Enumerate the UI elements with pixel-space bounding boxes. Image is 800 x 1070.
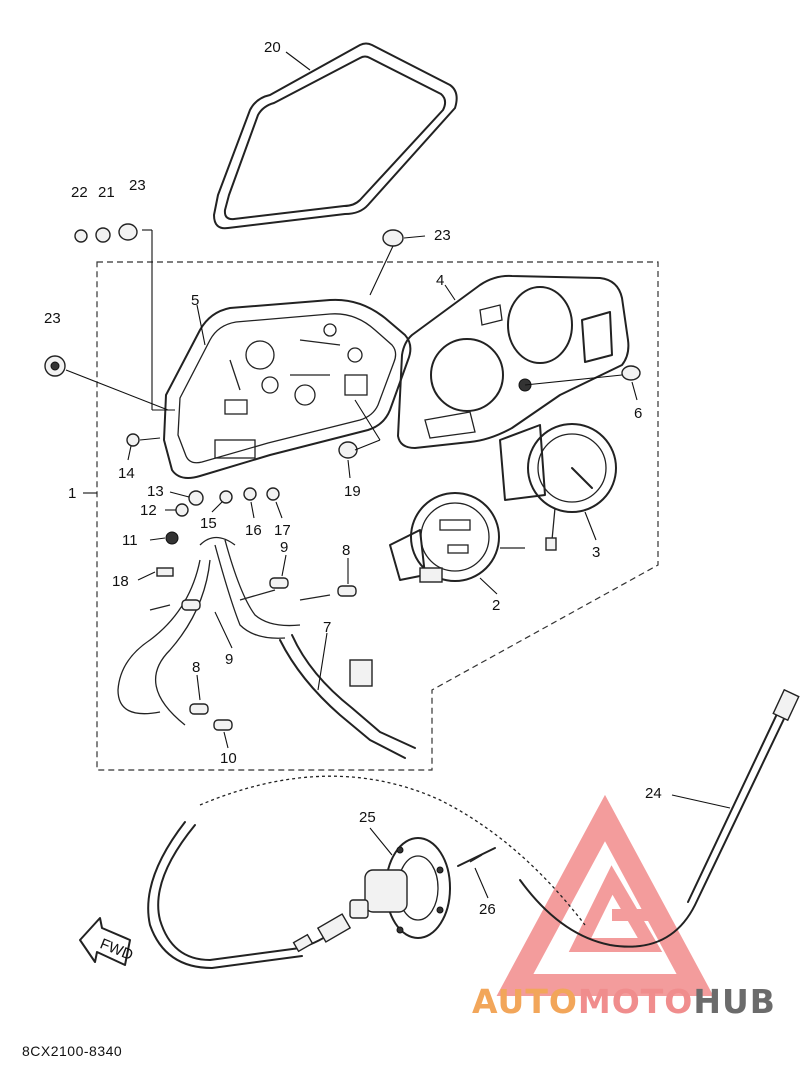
- watermark-logo-icon: [496, 794, 714, 996]
- callout-8-top: 8: [342, 542, 350, 559]
- screw-11: [165, 531, 179, 545]
- bulb-9-top: [269, 577, 289, 589]
- speedometer-gear-unit: [349, 837, 451, 939]
- brand-part-hub: HUB: [693, 982, 776, 1021]
- screw-14: [126, 433, 140, 447]
- callout-20: 20: [264, 39, 281, 56]
- washer-16: [243, 487, 257, 501]
- callout-8-low: 8: [192, 659, 200, 676]
- bulb-8-top: [337, 585, 357, 597]
- washer-12: [175, 503, 189, 517]
- reference-code: 8CX2100-8340: [22, 1043, 123, 1059]
- callout-19: 19: [344, 483, 361, 500]
- callout-13: 13: [147, 483, 164, 500]
- callout-14: 14: [118, 465, 135, 482]
- callout-9-top: 9: [280, 539, 288, 556]
- collar-13: [188, 490, 204, 506]
- meter-panel: [397, 274, 630, 449]
- callout-7: 7: [323, 619, 331, 636]
- assembly-boundary: [96, 261, 659, 771]
- brand-part-moto: MOTO: [577, 982, 694, 1021]
- tachometer: [499, 423, 617, 551]
- callout-6: 6: [634, 405, 642, 422]
- nut-17: [266, 487, 280, 501]
- callout-10: 10: [220, 750, 237, 767]
- meter-case: [163, 298, 412, 479]
- callout-15: 15: [200, 515, 217, 532]
- callout-1: 1: [68, 485, 76, 502]
- brand-part-auto: AUTO: [472, 982, 578, 1021]
- rubber-cap-19: [338, 441, 358, 459]
- callout-21: 21: [98, 184, 115, 201]
- nut-15: [219, 490, 233, 504]
- bulb-9-mid: [181, 599, 201, 611]
- rubber-cap-23: [382, 229, 404, 247]
- washer-21: [95, 227, 111, 243]
- watermark-brand: AUTOMOTOHUB: [472, 982, 776, 1021]
- callout-18: 18: [112, 573, 129, 590]
- callout-16: 16: [245, 522, 262, 539]
- nut-22: [74, 229, 88, 243]
- fwd-arrow-icon[interactable]: FWD: [79, 917, 136, 966]
- callout-9-mid: 9: [225, 651, 233, 668]
- drive-pin: [457, 847, 496, 867]
- speedometer: [389, 492, 525, 583]
- callout-labels: 20 22 21 23 23 23 5 4 6 1 14 13 12 15 16…: [44, 39, 662, 918]
- callout-22: 22: [71, 184, 88, 201]
- bulb-8-low: [189, 703, 209, 715]
- callout-25: 25: [359, 809, 376, 826]
- callout-26: 26: [479, 901, 496, 918]
- callout-12: 12: [140, 502, 157, 519]
- bezel-gasket: [213, 42, 458, 230]
- speedometer-cable: [147, 688, 800, 969]
- callout-23-right: 23: [434, 227, 451, 244]
- bulb-10: [213, 719, 233, 731]
- callout-23-top: 23: [129, 177, 146, 194]
- callout-23-left: 23: [44, 310, 61, 327]
- callout-4: 4: [436, 272, 444, 289]
- callout-2: 2: [492, 597, 500, 614]
- leader-lines: [65, 51, 731, 899]
- cap-6: [621, 365, 641, 381]
- screw-18: [156, 567, 174, 577]
- callout-11: 11: [122, 532, 138, 549]
- callout-17: 17: [274, 522, 291, 539]
- callout-3: 3: [592, 544, 600, 561]
- cable-route: [199, 775, 586, 926]
- grommet-23-top: [118, 223, 138, 241]
- callout-24: 24: [645, 785, 662, 802]
- callout-5: 5: [191, 292, 199, 309]
